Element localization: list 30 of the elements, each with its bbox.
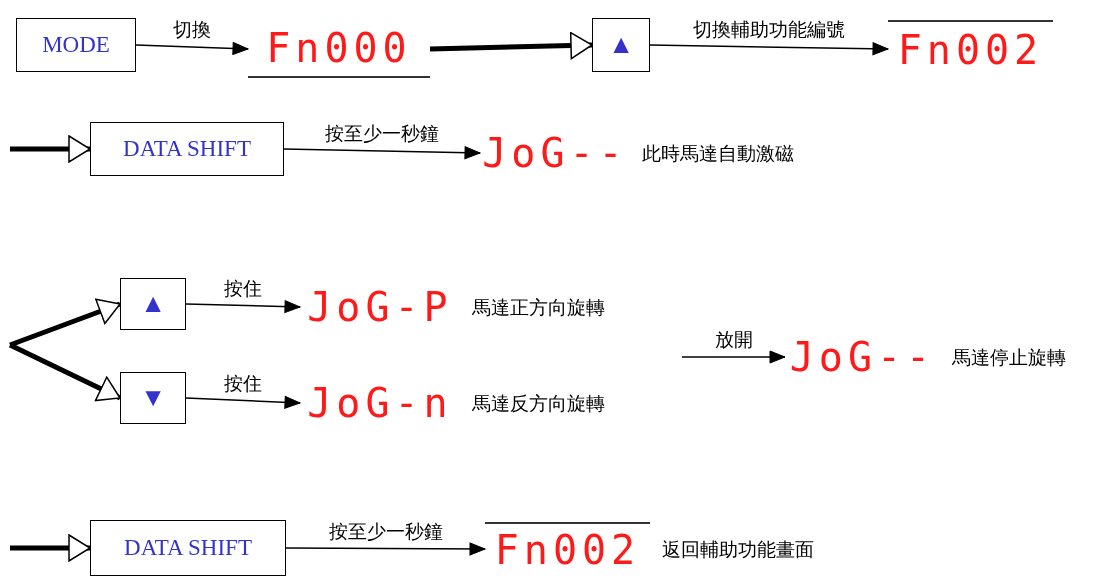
block-arrow <box>10 534 91 562</box>
segment-display: JoG-n <box>300 378 460 428</box>
segment-display: JoG-P <box>300 282 460 332</box>
arrow <box>285 542 486 556</box>
note-text: 馬達正方向旋轉 <box>472 296 605 320</box>
block-arrow <box>9 298 121 348</box>
key-box: DATA SHIFT <box>90 520 286 576</box>
segment-display: Fn002 <box>485 522 650 576</box>
block-arrow <box>429 31 593 60</box>
note-text: 此時馬達自動激磁 <box>642 142 794 166</box>
arrow <box>185 300 301 314</box>
arrow <box>681 350 786 364</box>
segment-display: Fn000 <box>248 20 430 78</box>
arrow <box>135 41 249 55</box>
block-arrow <box>8 342 122 402</box>
segment-display: Fn002 <box>888 20 1053 78</box>
note-text: 馬達停止旋轉 <box>952 346 1066 370</box>
key-box: DATA SHIFT <box>90 122 284 176</box>
key-box: ▲ <box>120 278 186 330</box>
note-text: 返回輔助功能畫面 <box>662 538 814 562</box>
arrow <box>649 42 889 56</box>
block-arrow <box>10 135 91 163</box>
key-box: MODE <box>16 18 136 72</box>
key-box: ▲ <box>592 18 650 72</box>
arrow <box>283 146 481 160</box>
note-text: 馬達反方向旋轉 <box>472 392 605 416</box>
arrow <box>185 395 301 409</box>
segment-display: JoG-- <box>480 128 630 178</box>
segment-display: JoG-- <box>785 332 940 382</box>
key-box: ▼ <box>120 372 186 424</box>
